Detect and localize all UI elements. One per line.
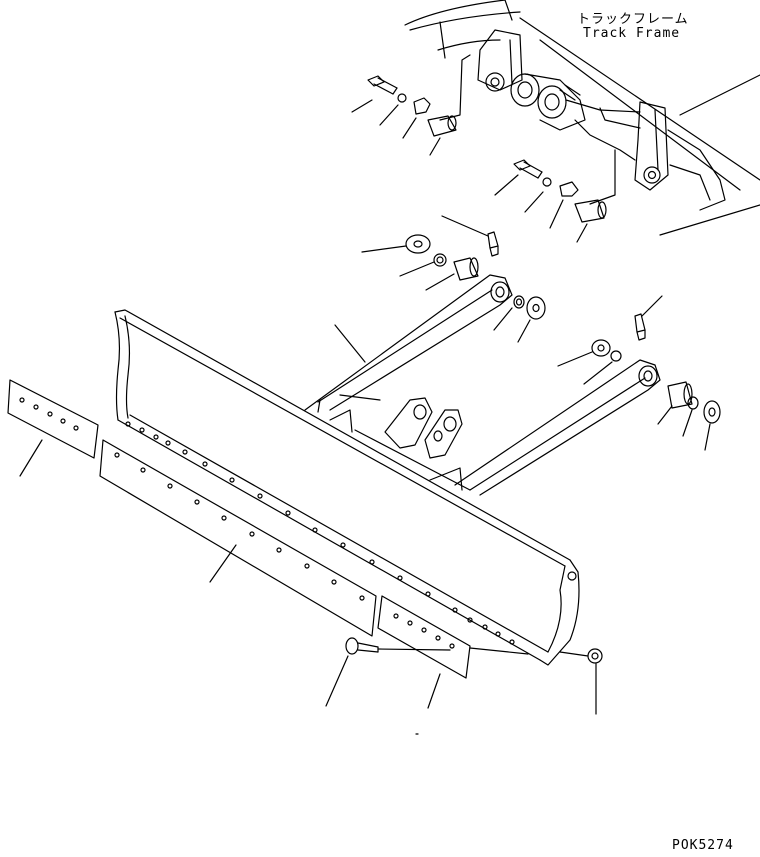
nut-right bbox=[559, 648, 603, 715]
dozer-blade bbox=[114, 309, 580, 666]
right-arm-hardware bbox=[557, 295, 721, 451]
track-frame-label-jp: トラックフレーム bbox=[577, 12, 689, 27]
end-bit-right bbox=[377, 595, 529, 709]
drawing-code-label: POK5274 bbox=[672, 838, 734, 853]
left-arm-hardware bbox=[361, 215, 546, 343]
upper-bolt-group-2 bbox=[494, 149, 616, 243]
push-arms bbox=[304, 274, 661, 496]
blade-bolt-holes bbox=[125, 421, 515, 645]
center-brackets bbox=[329, 394, 471, 491]
track-frame bbox=[404, 0, 760, 236]
upper-bolt-group-1 bbox=[351, 54, 471, 156]
track-frame-label-en: Track Frame bbox=[583, 26, 681, 41]
end-bit-left bbox=[7, 379, 99, 477]
cutting-edge-center bbox=[99, 439, 377, 637]
plow-bolt bbox=[325, 637, 451, 707]
